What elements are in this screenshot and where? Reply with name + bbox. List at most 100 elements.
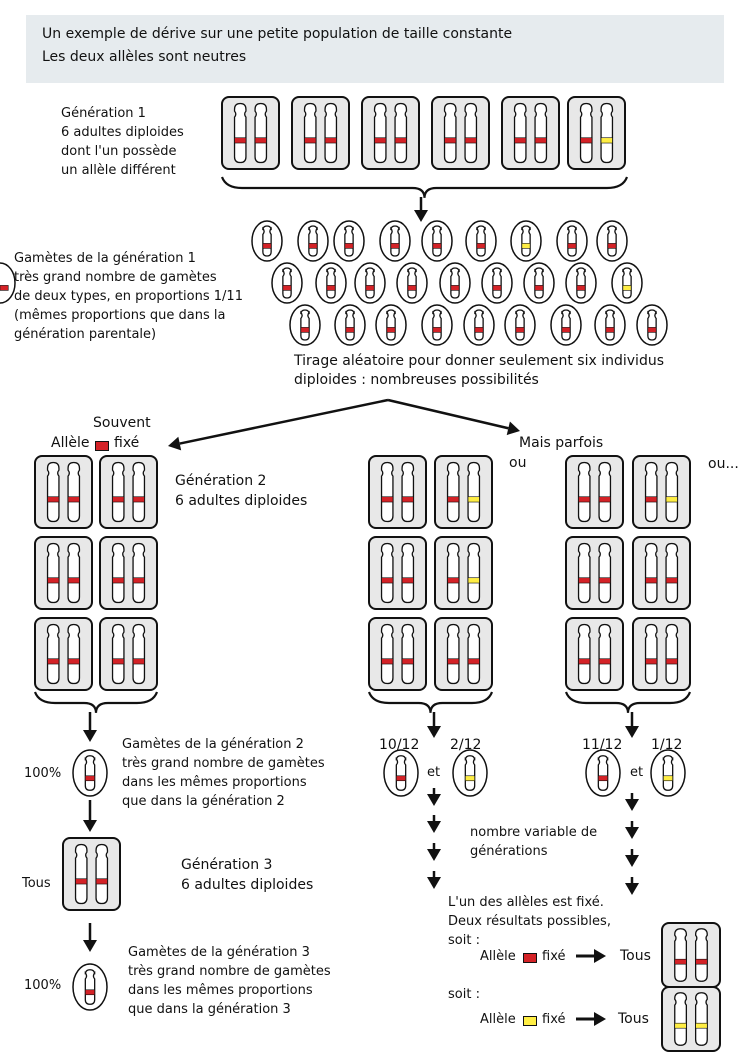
header-title: Un exemple de dérive sur une petite popu… [42, 26, 513, 42]
chromosome [233, 102, 247, 164]
individual-frame [565, 617, 624, 691]
gamete [650, 749, 686, 797]
arrow-head [625, 855, 639, 867]
diploid-individual [565, 617, 624, 691]
curly-brace [220, 176, 629, 198]
individual-frame [99, 455, 158, 529]
gamete [585, 749, 621, 797]
chromosome [577, 542, 591, 604]
caption-line: L'un des allèles est fixé. [448, 895, 604, 910]
chromosome [665, 623, 679, 685]
red-allele-band [515, 327, 525, 333]
arrow-head [625, 726, 639, 738]
red-allele-band [598, 496, 611, 503]
arrow-shaft [387, 398, 509, 430]
gamete [72, 963, 108, 1011]
red-allele-band [396, 775, 406, 782]
et-label: et [427, 765, 441, 780]
red-allele-band [578, 496, 591, 503]
gamete-outline [0, 262, 16, 304]
red-allele-band [432, 327, 442, 333]
red-allele-band [467, 658, 480, 665]
fraction-label: 11/12 [582, 737, 623, 753]
caption-line: un allèle différent [61, 163, 176, 178]
gamete [465, 220, 497, 262]
tous-label: Tous [22, 876, 51, 891]
yellow-allele-band [467, 496, 480, 503]
individual-frame [34, 536, 93, 610]
gamete [379, 220, 411, 262]
chromosome [567, 225, 577, 257]
caption-line: de deux types, en proportions 1/11 [14, 289, 243, 304]
gamete [0, 262, 16, 304]
chromosome [467, 542, 481, 604]
red-allele-band [645, 577, 658, 584]
chromosome [46, 623, 60, 685]
chromosome [84, 755, 96, 791]
red-allele-band [401, 658, 414, 665]
individual-frame [661, 986, 721, 1052]
diploid-individual [661, 922, 721, 988]
gamete [550, 304, 582, 346]
gamete [594, 304, 626, 346]
yellow-allele-band [663, 775, 673, 782]
diploid-individual [99, 455, 158, 529]
individual-frame [368, 455, 427, 529]
chromosome [534, 267, 544, 299]
chromosome [443, 102, 457, 164]
red-allele-band [365, 285, 375, 291]
red-allele-band [381, 658, 394, 665]
individual-frame [34, 455, 93, 529]
red-allele-band [112, 496, 125, 503]
chromosome [326, 267, 336, 299]
arrow-shaft [179, 398, 389, 445]
red-allele-band [67, 577, 80, 584]
individual-frame [221, 96, 280, 170]
chromosome [46, 542, 60, 604]
caption-line: dont l'un possède [61, 144, 177, 159]
chromosome [521, 225, 531, 257]
red-allele-band [132, 577, 145, 584]
ou-etc-label: ou... [708, 456, 739, 472]
chromosome [132, 461, 146, 523]
red-allele-band [665, 658, 678, 665]
caption-line: très grand nombre de gamètes [14, 270, 217, 285]
red-allele-band [401, 496, 414, 503]
arrow-head [427, 849, 441, 861]
red-allele-band [308, 243, 318, 249]
individual-frame [34, 617, 93, 691]
generation3-title: Génération 3 [181, 857, 273, 873]
chromosome [577, 461, 591, 523]
red-allele-band [598, 658, 611, 665]
gamete [463, 304, 495, 346]
red-allele-band [534, 285, 544, 291]
red-allele-band [47, 577, 60, 584]
chromosome [303, 102, 317, 164]
gamete [611, 262, 643, 304]
red-allele-band [607, 243, 617, 249]
red-allele-band [112, 658, 125, 665]
caption-line: nombre variable de [470, 825, 598, 840]
red-allele-band [345, 327, 355, 333]
gamete [383, 749, 419, 797]
arrow-head [594, 1012, 606, 1026]
red-allele-band [464, 137, 477, 144]
chromosome [401, 461, 415, 523]
diploid-individual [632, 455, 691, 529]
fixe-label: fixé [114, 435, 140, 451]
gamete [289, 304, 321, 346]
individual-frame [434, 536, 493, 610]
red-allele-band [447, 496, 460, 503]
chromosome [432, 309, 442, 341]
chromosome [380, 623, 394, 685]
individual-frame [368, 617, 427, 691]
gamete [421, 304, 453, 346]
caption-line: que dans la génération 3 [128, 1002, 291, 1017]
gamete [523, 262, 555, 304]
chromosome [576, 267, 586, 299]
chromosome [561, 309, 571, 341]
diploid-individual [632, 536, 691, 610]
chromosome [262, 225, 272, 257]
gametes3-caption: Gamètes de la génération 3 très grand no… [128, 943, 331, 1019]
gamete [556, 220, 588, 262]
